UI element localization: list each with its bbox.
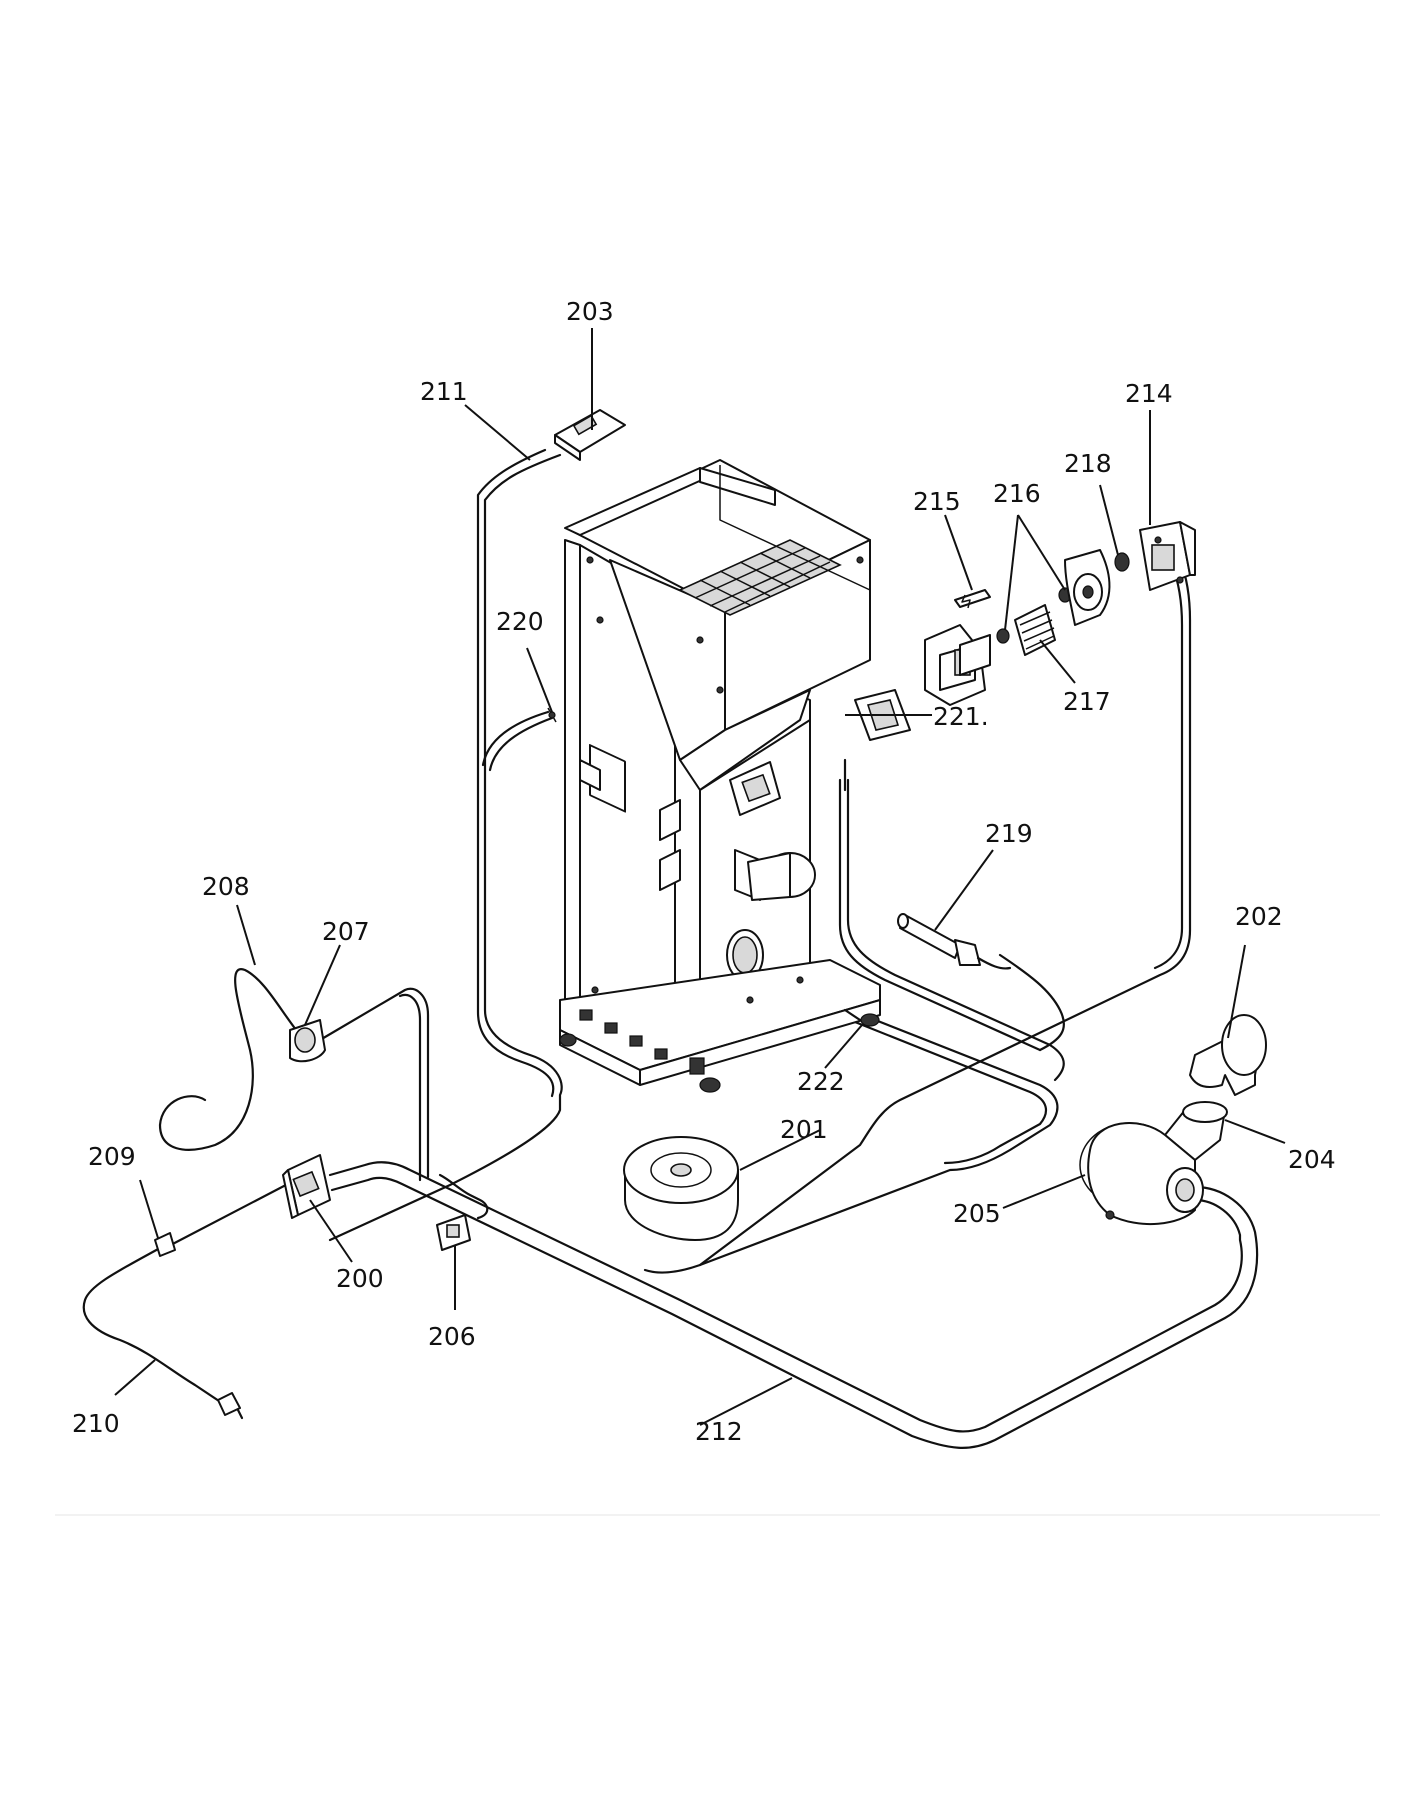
- plug-210: [217, 1392, 244, 1420]
- callout-202: 202: [1235, 902, 1283, 931]
- harness-212: [328, 1161, 1243, 1433]
- auger-housing: [924, 624, 991, 706]
- blower-motor-214: [1139, 521, 1196, 591]
- callout-218: 218: [1064, 449, 1112, 478]
- callout-200: 200: [336, 1264, 384, 1293]
- callout-221: 221.: [933, 702, 989, 731]
- sensor-222: [843, 1008, 862, 1022]
- callout-216: 216: [993, 479, 1041, 508]
- harness-221: [846, 778, 1065, 1082]
- control-box-200: [282, 1154, 331, 1219]
- harness-214: [698, 558, 1192, 1267]
- callout-215: 215: [913, 487, 961, 516]
- callout-222: 222: [797, 1067, 845, 1096]
- elbow-202: [1189, 1014, 1267, 1096]
- callout-206: 206: [428, 1322, 476, 1351]
- callout-205: 205: [953, 1199, 1001, 1228]
- callout-204: 204: [1288, 1145, 1336, 1174]
- leader-lines: [114, 328, 1286, 1426]
- bracket-215: [954, 589, 991, 609]
- callout-211: 211: [420, 377, 468, 406]
- igniter-219: [897, 913, 1012, 970]
- burn-pot-201: [623, 1136, 739, 1241]
- callout-217: 217: [1063, 687, 1111, 716]
- callout-219: 219: [985, 819, 1033, 848]
- callout-labels: 203 211 214 218 216 215 220 217 221. 219…: [72, 297, 1336, 1446]
- callout-209: 209: [88, 1142, 136, 1171]
- switch-206: [436, 1214, 471, 1251]
- exhaust-blower-205: [1079, 1122, 1204, 1226]
- power-cord-210: [82, 1246, 227, 1407]
- sensor-lead-208: [158, 968, 302, 1151]
- pressure-switch-207: [289, 1019, 326, 1063]
- callout-210: 210: [72, 1409, 120, 1438]
- callout-220: 220: [496, 607, 544, 636]
- control-panel-203: [554, 409, 626, 461]
- callout-214: 214: [1125, 379, 1173, 408]
- callout-201: 201: [780, 1115, 828, 1144]
- seal-218: [1114, 552, 1130, 572]
- callout-212: 212: [695, 1417, 743, 1446]
- stove-body: [559, 459, 881, 1093]
- wire-harness: [82, 448, 1259, 1449]
- callout-203: 203: [566, 297, 614, 326]
- callout-208: 208: [202, 872, 250, 901]
- harness-211: [328, 453, 563, 1242]
- callout-207: 207: [322, 917, 370, 946]
- fuse-209: [154, 1232, 176, 1257]
- impeller-217: [1014, 604, 1056, 656]
- blower-plate: [1064, 549, 1111, 626]
